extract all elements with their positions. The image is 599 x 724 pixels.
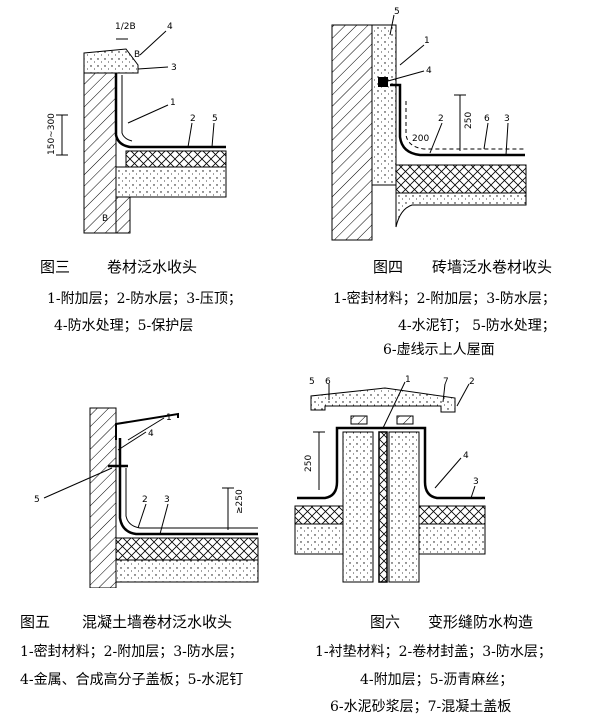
insulation-left — [294, 505, 344, 525]
fig6-caption-number: 图六 — [370, 613, 401, 631]
fig6-caption-title: 变形缝防水构造 — [428, 613, 534, 631]
dim-b-top: B — [134, 50, 140, 60]
callout-6: 6 — [325, 377, 331, 387]
callout-3: 3 — [473, 477, 479, 487]
left-upstand — [342, 431, 374, 583]
callout-2: 2 — [438, 114, 444, 124]
callout-1: 1 — [405, 375, 411, 385]
fig5-legend-line-1: 1-密封材料；2-附加层；3-防水层； — [20, 644, 243, 660]
fig6-legend-line-3: 6-水泥砂浆层；7-混凝土盖板 — [330, 699, 512, 715]
fig4-caption-number: 图四 — [373, 258, 404, 276]
dim-half-b: 1/2B — [115, 22, 136, 32]
roof-slab — [115, 559, 259, 583]
fig3-legend-line-2: 4-防水处理；5-保护层 — [54, 318, 194, 334]
fig4-legend-line-1: 1-密封材料；2-附加层；3-防水层； — [333, 291, 556, 307]
bitumen-hemp-filler — [378, 431, 388, 583]
roof-slab — [115, 166, 227, 198]
callout-1: 1 — [424, 36, 430, 46]
dim-150-300: 150~300 — [47, 113, 57, 155]
fig5-caption-number: 图五 — [20, 613, 51, 631]
callout-1: 1 — [166, 413, 172, 423]
brick-wall — [331, 24, 373, 241]
callout-4: 4 — [167, 22, 173, 32]
concrete-cover-slab — [310, 387, 456, 413]
right-upstand — [388, 431, 420, 583]
fig4-legend-line-3: 6-虚线示上人屋面 — [383, 342, 495, 358]
callout-2: 2 — [142, 495, 148, 505]
callout-5: 5 — [34, 495, 40, 505]
fig3-legend-line-1: 1-附加层；2-防水层；3-压顶； — [47, 291, 242, 307]
callout-4: 4 — [148, 429, 154, 439]
fig4-legend-line-2: 4-水泥钉； 5-防水处理； — [398, 318, 556, 334]
fig3-caption-number: 图三 — [40, 258, 71, 276]
callout-4: 4 — [426, 66, 432, 76]
membrane-cap — [297, 426, 485, 500]
fig6-legend-line-1: 1-衬垫材料；2-卷材封盖；3-防水层； — [315, 644, 552, 660]
callout-5: 5 — [212, 114, 218, 124]
callout-1: 1 — [170, 98, 176, 108]
fig5-legend-line-2: 4-金属、合成高分子盖板；5-水泥钉 — [20, 672, 244, 688]
dim-b-bottom: B — [102, 214, 108, 224]
fig3-caption-title: 卷材泛水收头 — [107, 258, 198, 276]
insulation-right — [418, 505, 486, 525]
upstand-membrane — [118, 438, 258, 536]
figure-5-drawing: ≥250 1 4 5 2 3 — [28, 398, 268, 588]
insulation-layer — [395, 164, 527, 194]
coping-slab — [83, 48, 139, 74]
callout-4: 4 — [463, 451, 469, 461]
insulation-layer — [125, 150, 227, 168]
figure-3-drawing: 1/2B B B 150~300 4 3 1 2 5 — [40, 15, 240, 240]
figure-4-drawing: 250 200 5 1 4 2 6 3 — [320, 5, 535, 245]
upstand-membrane — [390, 83, 525, 157]
insulation-layer — [115, 537, 259, 561]
dim-250: 250 — [464, 112, 474, 129]
metal-cover-plate — [115, 412, 179, 440]
callout-3: 3 — [504, 114, 510, 124]
dim-200: 200 — [412, 134, 429, 144]
callout-2: 2 — [469, 377, 475, 387]
callout-3: 3 — [164, 495, 170, 505]
figure-6-drawing: 250 5 6 1 7 2 4 3 — [285, 372, 500, 584]
concrete-wall — [89, 407, 117, 588]
dim-250: 250 — [304, 455, 314, 472]
fig6-legend-line-2: 4-附加层；5-沥青麻丝； — [360, 672, 514, 688]
callout-2: 2 — [190, 114, 196, 124]
nail-block — [378, 77, 388, 87]
callout-6: 6 — [484, 114, 490, 124]
fig5-caption-title: 混凝土墙卷材泛水收头 — [82, 613, 233, 631]
brick-wall — [83, 72, 117, 234]
upstand-membrane — [114, 73, 226, 149]
callout-7: 7 — [443, 377, 449, 387]
fig4-caption-title: 砖墙泛水卷材收头 — [432, 258, 553, 276]
callout-5: 5 — [309, 377, 315, 387]
callout-3: 3 — [171, 63, 177, 73]
dim-250: ≥250 — [235, 489, 245, 514]
callout-5: 5 — [394, 7, 400, 17]
